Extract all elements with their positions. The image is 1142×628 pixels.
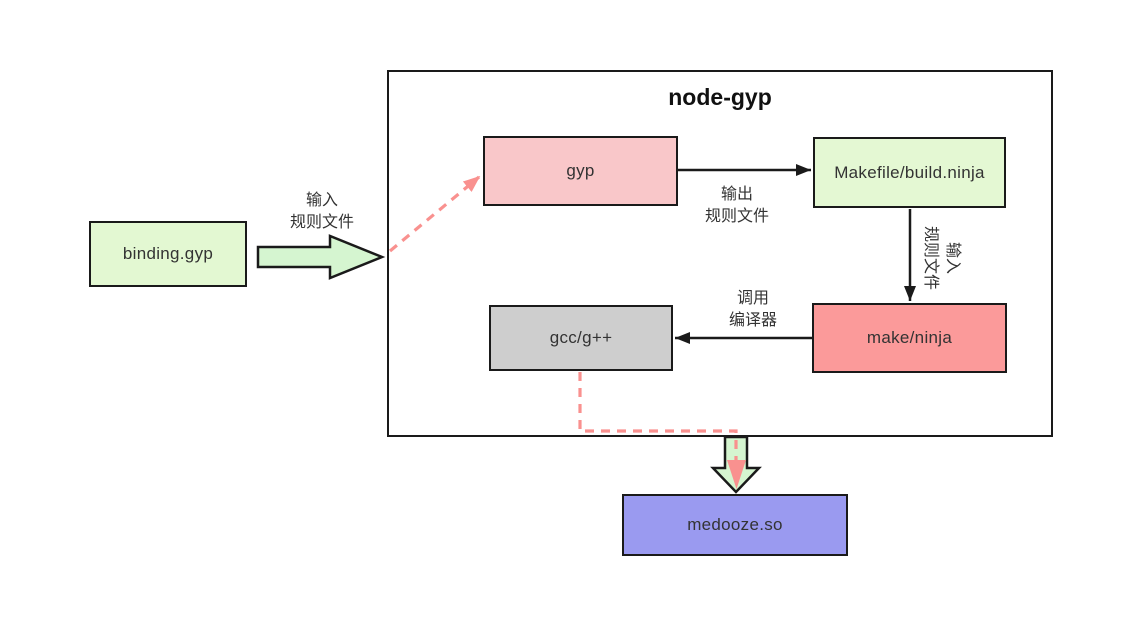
node-gyp-label: gyp: [566, 161, 595, 180]
edge-label-line: 输入: [305, 192, 338, 209]
edge-label-input-rules-right: 输入 规则文件: [919, 198, 963, 318]
node-binding-gyp: binding.gyp: [89, 221, 247, 287]
node-medooze: medooze.so: [622, 494, 848, 556]
edge-label-output-rules: 输出 规则文件: [677, 184, 797, 228]
node-gcc-label: gcc/g++: [549, 328, 613, 347]
edge-label-line: 规则文件: [922, 225, 939, 290]
node-makefile: Makefile/build.ninja: [813, 137, 1006, 208]
edge-label-input-rules-left: 输入 规则文件: [262, 190, 382, 234]
edge-label-line: 输出: [720, 186, 753, 203]
edge-label-line: 编译器: [728, 312, 777, 329]
node-binding-gyp-label: binding.gyp: [122, 244, 214, 263]
node-gyp: gyp: [483, 136, 678, 206]
node-make-ninja-label: make/ninja: [866, 328, 953, 347]
container-title: node-gyp: [668, 84, 772, 110]
edge-label-line: 输入: [944, 241, 961, 274]
edge-label-line: 规则文件: [289, 214, 354, 231]
dashed-path-arrowhead-icon: [727, 460, 746, 489]
block-arrow-down-icon: [710, 435, 762, 494]
node-makefile-label: Makefile/build.ninja: [834, 162, 985, 182]
node-medooze-label: medooze.so: [687, 515, 783, 534]
edge-label-line: 调用: [736, 290, 769, 307]
node-gcc: gcc/g++: [489, 305, 673, 371]
block-arrow-right-icon: [256, 234, 386, 280]
edge-label-line: 规则文件: [704, 208, 769, 225]
node-make-ninja: make/ninja: [812, 303, 1007, 373]
edge-label-invoke-compiler: 调用 编译器: [693, 288, 813, 332]
